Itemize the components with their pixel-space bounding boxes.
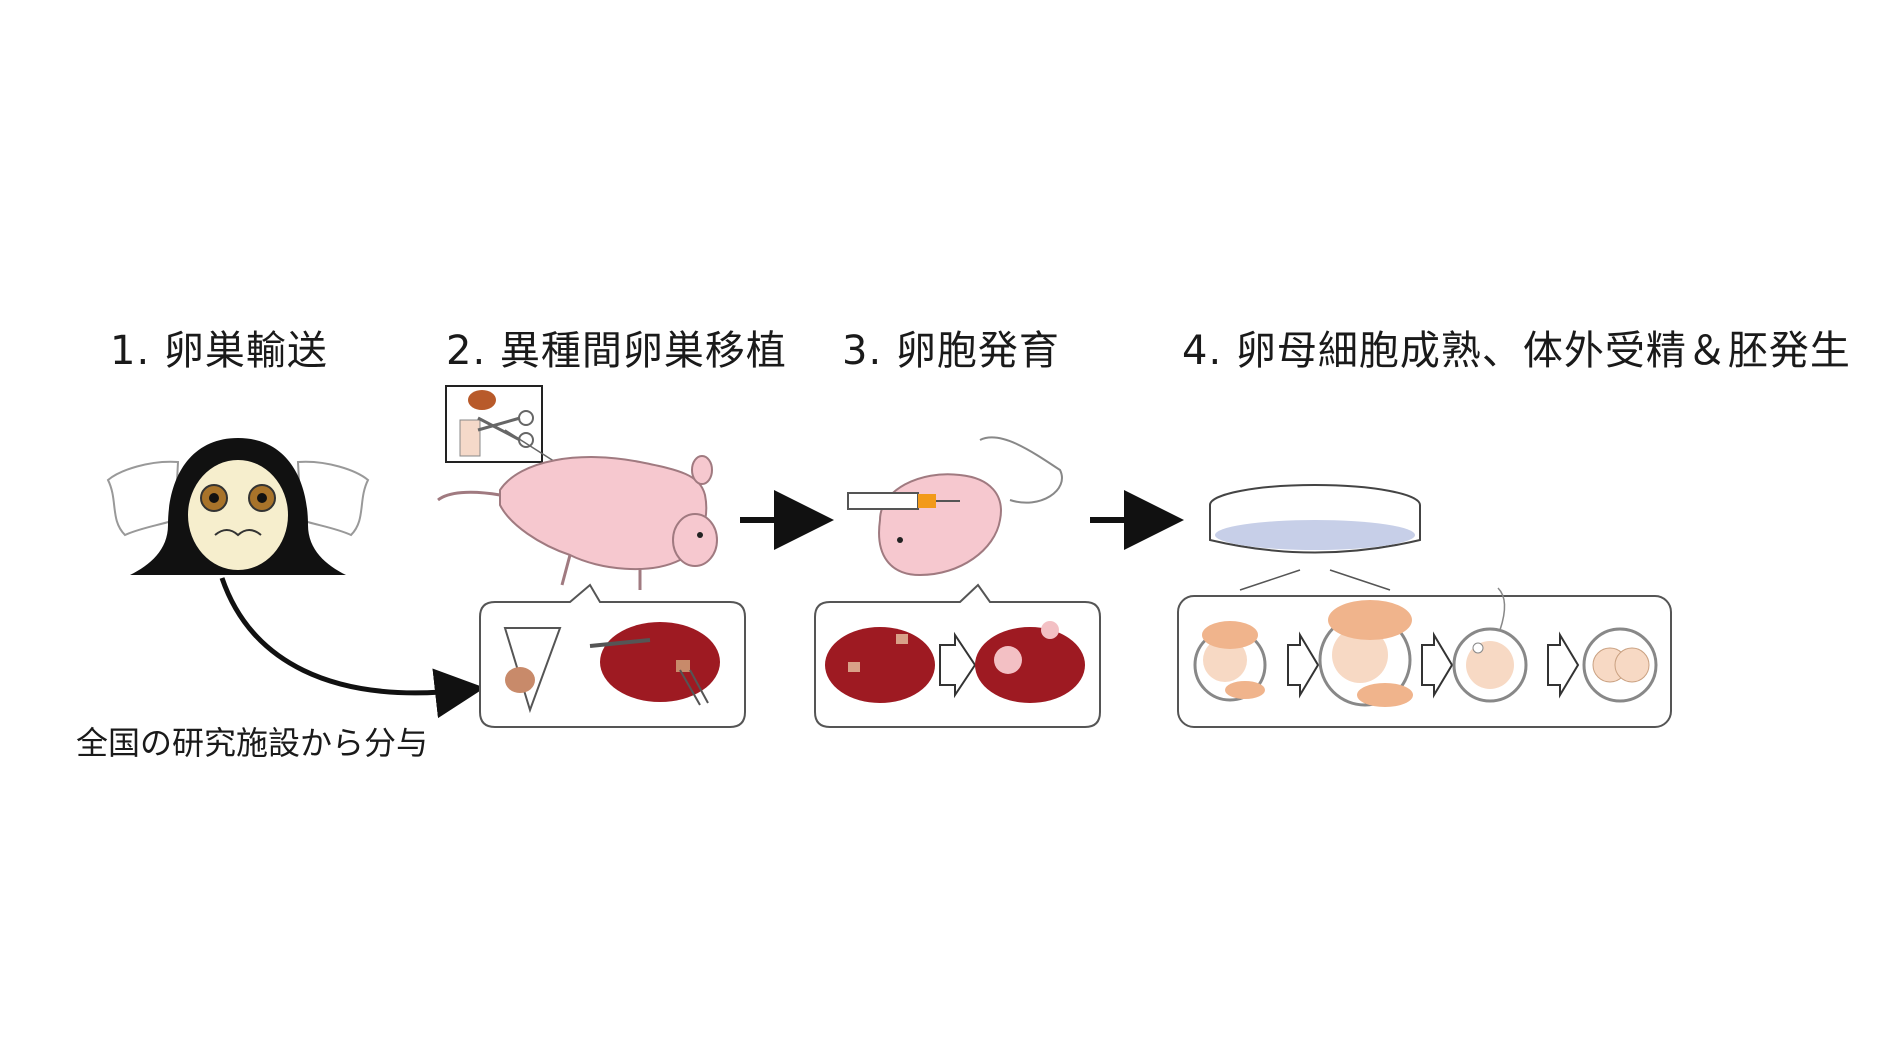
source-caption: 全国の研究施設から分与 — [76, 724, 429, 762]
ovary-before — [825, 627, 935, 703]
marmoset-ear-tuft-left — [106, 460, 180, 537]
ovary-after — [975, 627, 1085, 703]
step1-title: 1. 卵巣輸送 — [110, 328, 328, 374]
syringe-icon — [847, 492, 960, 510]
marmoset-mouth — [214, 529, 262, 537]
surgery-callout — [479, 583, 746, 728]
petri-dish-icon — [1209, 484, 1421, 554]
step4-title: 4. 卵母細胞成熟、体外受精＆胚発生 — [1182, 328, 1851, 374]
step3-title: 3. 卵胞発育 — [842, 328, 1060, 374]
transport-arrow — [219, 577, 485, 719]
marmoset-face — [188, 460, 288, 570]
marmoset-illustration — [106, 438, 370, 575]
embryo-callout — [1177, 587, 1672, 728]
follicle-callout — [814, 583, 1101, 728]
nude-mouse-step2 — [437, 455, 718, 590]
scissors-inset — [445, 385, 543, 463]
step2-title: 2. 異種間卵巣移植 — [446, 328, 787, 374]
marmoset-ear-tuft-right — [296, 460, 370, 537]
